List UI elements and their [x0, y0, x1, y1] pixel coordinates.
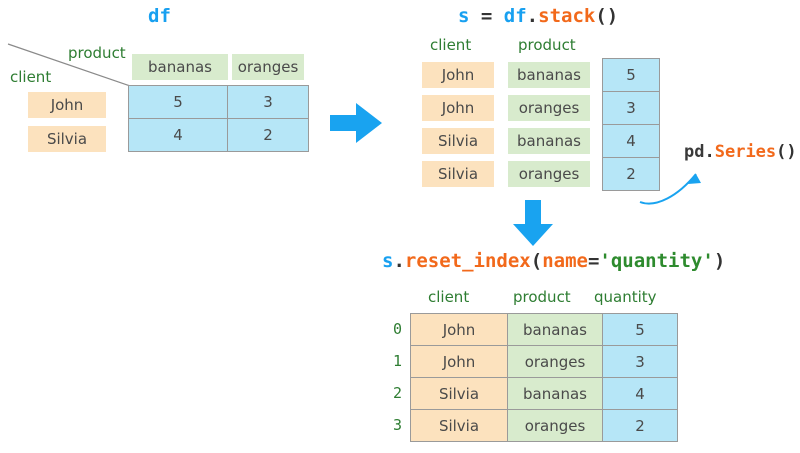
df-value-cell: 4 — [128, 118, 228, 152]
code-token: . — [526, 5, 539, 27]
diagonal-split-line — [7, 43, 137, 89]
reset-index-title: s.reset_index(name='quantity') — [382, 250, 725, 272]
df-index-cell: Silvia — [28, 126, 106, 152]
reset-client-cell: John — [410, 313, 508, 346]
code-token: () — [776, 142, 797, 162]
stacked-product-cell: oranges — [508, 161, 590, 187]
stacked-client-cell: Silvia — [422, 161, 494, 187]
df-column-header: oranges — [232, 54, 304, 80]
reset-quantity-cell: 5 — [602, 313, 678, 346]
stack-title: s = df.stack() — [458, 5, 618, 27]
stacked-level-name-product: product — [518, 36, 576, 54]
reset-client-cell: John — [410, 345, 508, 378]
reset-product-cell: oranges — [507, 345, 603, 378]
reset-product-cell: bananas — [507, 313, 603, 346]
df-title: df — [148, 5, 171, 27]
reset-header-client: client — [428, 288, 470, 306]
code-token: reset_index — [404, 250, 531, 272]
code-token: pd — [684, 142, 705, 162]
code-token: = — [587, 250, 600, 272]
df-value-cell: 5 — [128, 85, 228, 119]
reset-quantity-cell: 3 — [602, 345, 678, 378]
stacked-client-cell: John — [422, 95, 494, 121]
reset-index-number: 0 — [392, 320, 402, 338]
code-token: . — [393, 250, 405, 272]
stacked-level-name-client: client — [430, 36, 472, 54]
pd-series-annotation: pd.Series() — [684, 142, 797, 162]
code-token: = — [469, 5, 504, 27]
stacked-value-cell: 5 — [602, 58, 660, 92]
curved-arrow-icon — [639, 173, 701, 205]
code-token: 'quantity' — [599, 250, 714, 272]
code-token: stack — [538, 5, 596, 27]
code-token: ( — [530, 250, 543, 272]
reset-client-cell: Silvia — [410, 409, 508, 442]
df-column-header: bananas — [132, 54, 228, 80]
reset-index-number: 3 — [392, 416, 402, 434]
reset-quantity-cell: 4 — [602, 377, 678, 410]
code-token: s — [458, 5, 470, 27]
arrow-right-icon — [330, 103, 382, 143]
df-value-cell: 2 — [227, 118, 309, 152]
code-token: name — [542, 250, 588, 272]
stacked-client-cell: John — [422, 62, 494, 88]
code-token: df — [148, 5, 171, 27]
stacked-value-cell: 4 — [602, 124, 660, 158]
arrow-down-icon — [513, 200, 553, 246]
code-token: df — [503, 5, 527, 27]
stacked-product-cell: bananas — [508, 62, 590, 88]
stacked-product-cell: bananas — [508, 128, 590, 154]
df-value-cell: 3 — [227, 85, 309, 119]
stacked-product-cell: oranges — [508, 95, 590, 121]
reset-client-cell: Silvia — [410, 377, 508, 410]
df-index-name: client — [10, 68, 52, 86]
reset-product-cell: bananas — [507, 377, 603, 410]
reset-quantity-cell: 2 — [602, 409, 678, 442]
reset-index-number: 1 — [392, 352, 402, 370]
code-token: s — [382, 250, 394, 272]
stacked-client-cell: Silvia — [422, 128, 494, 154]
reset-product-cell: oranges — [507, 409, 603, 442]
code-token: ) — [713, 250, 726, 272]
code-token: () — [595, 5, 619, 27]
stacked-value-cell: 2 — [602, 157, 660, 191]
reset-header-product: product — [513, 288, 571, 306]
stacked-value-cell: 3 — [602, 91, 660, 125]
df-columns-name: product — [68, 44, 126, 62]
reset-header-quantity: quantity — [594, 288, 657, 306]
code-token: . — [704, 142, 715, 162]
reset-index-number: 2 — [392, 384, 402, 402]
df-index-cell: John — [28, 92, 106, 118]
code-token: Series — [714, 142, 777, 162]
